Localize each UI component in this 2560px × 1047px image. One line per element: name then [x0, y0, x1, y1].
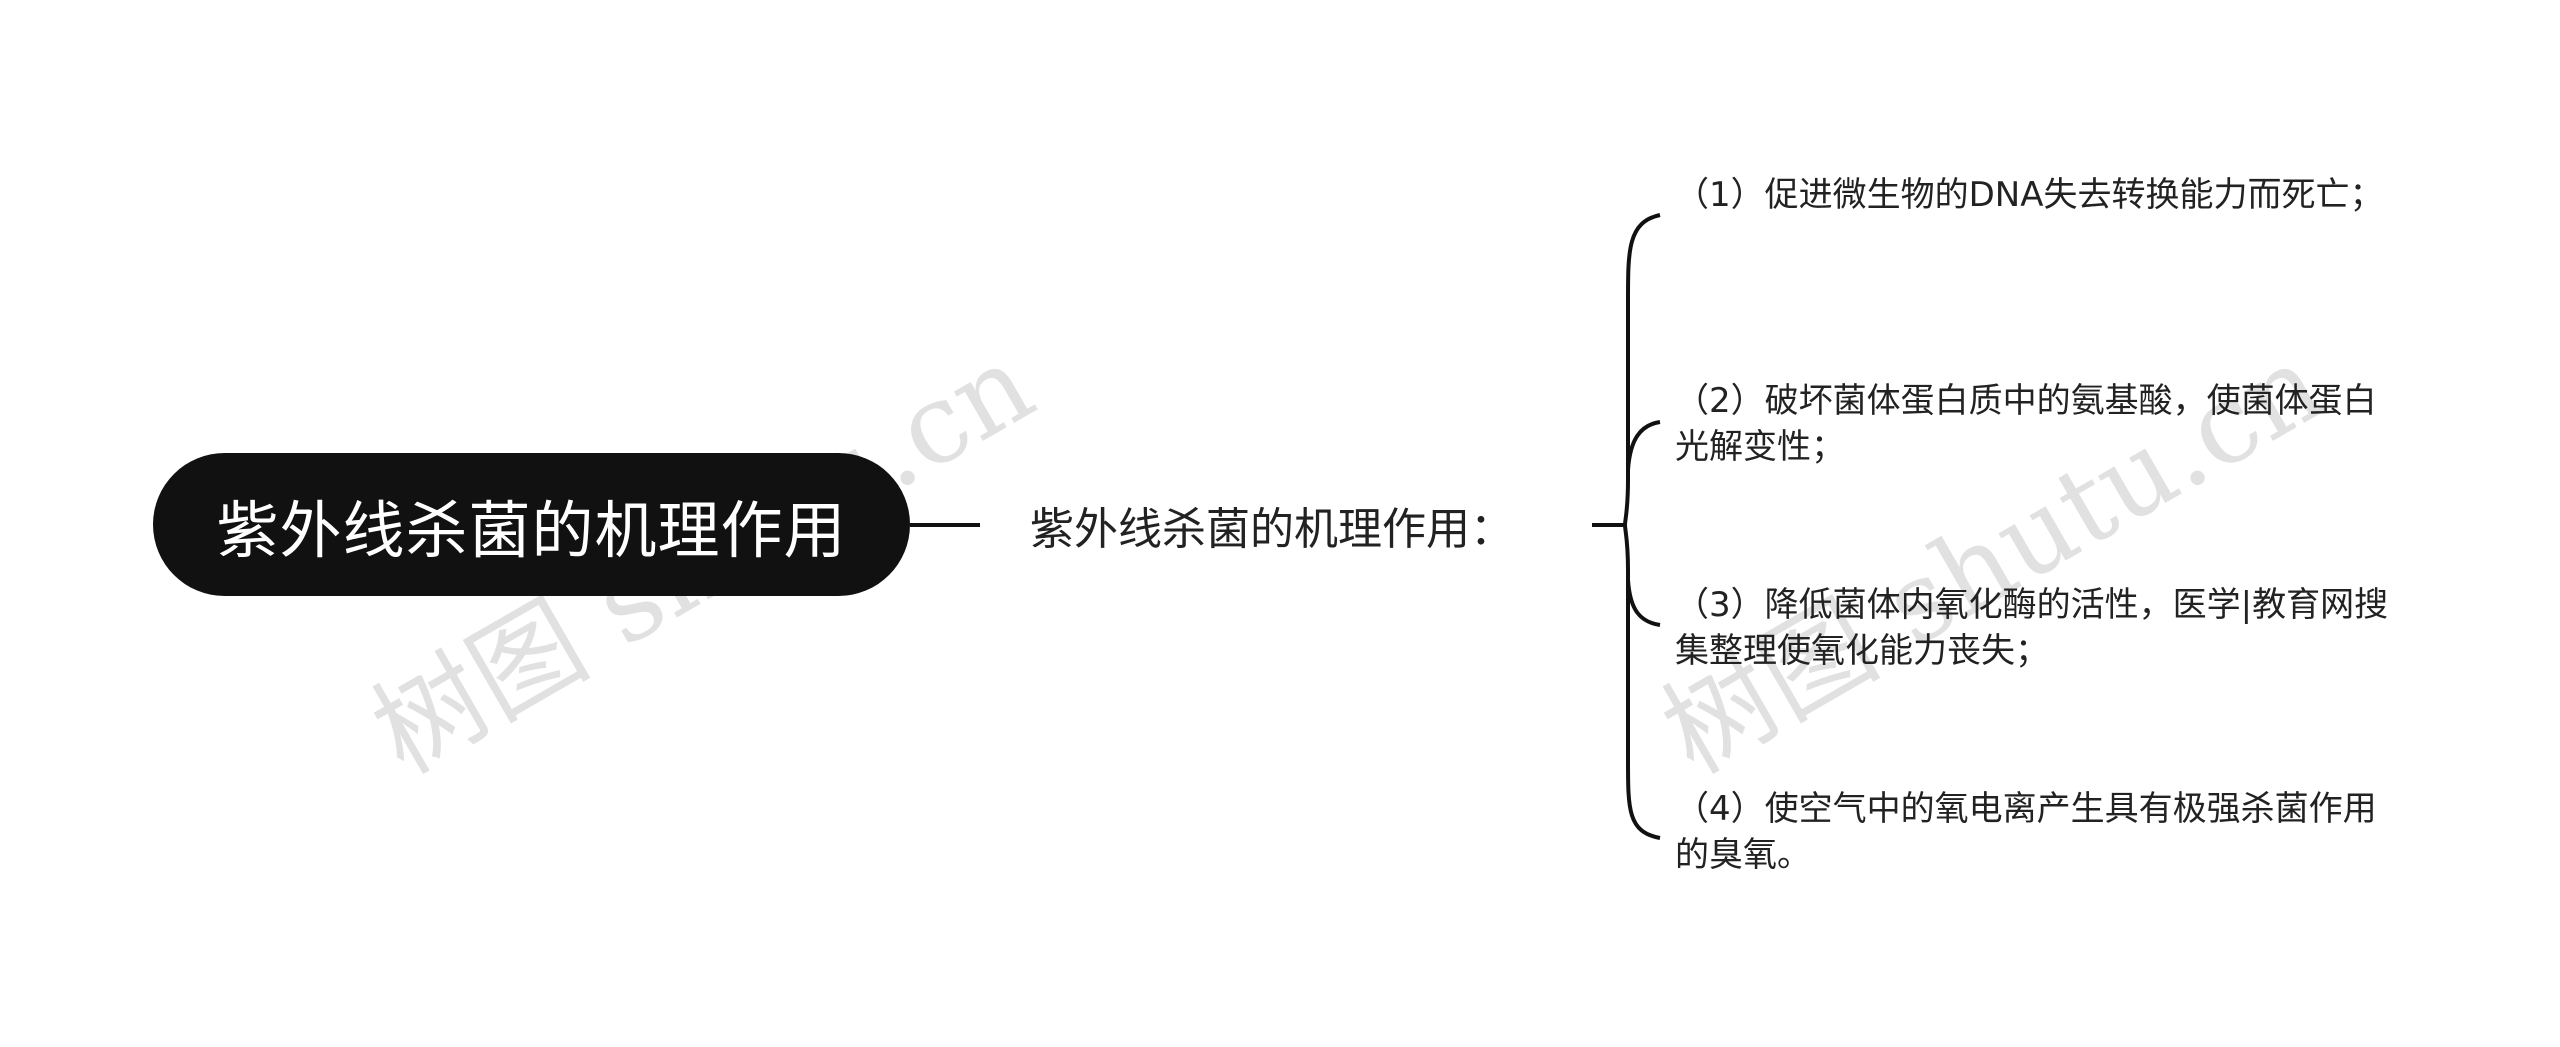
root-node[interactable]: 紫外线杀菌的机理作用	[153, 453, 910, 596]
branch-leaf-3	[1626, 579, 1661, 627]
leaf-node-label: （1）促进微生物的DNA失去转换能力而死亡；	[1675, 175, 2384, 215]
branch-leaf-2	[1626, 420, 1661, 471]
bracket-curve	[1622, 213, 1661, 840]
leaf-node-4[interactable]: （4）使空气中的氧电离产生具有极强杀菌作用的臭氧。	[1675, 786, 2395, 878]
mid-node[interactable]: 紫外线杀菌的机理作用：	[1030, 490, 1514, 560]
mid-node-label: 紫外线杀菌的机理作用：	[1030, 504, 1514, 555]
leaf-node-1[interactable]: （1）促进微生物的DNA失去转换能力而死亡；	[1675, 172, 2395, 218]
leaf-node-label: （4）使空气中的氧电离产生具有极强杀菌作用的臭氧。	[1675, 789, 2377, 875]
leaf-node-label: （2）破坏菌体蛋白质中的氨基酸，使菌体蛋白光解变性；	[1675, 381, 2377, 467]
leaf-node-label: （3）降低菌体内氧化酶的活性，医学|教育网搜集整理使氧化能力丧失；	[1675, 585, 2389, 671]
root-node-label: 紫外线杀菌的机理作用	[216, 493, 847, 567]
leaf-node-2[interactable]: （2）破坏菌体蛋白质中的氨基酸，使菌体蛋白光解变性；	[1675, 378, 2395, 470]
leaf-node-3[interactable]: （3）降低菌体内氧化酶的活性，医学|教育网搜集整理使氧化能力丧失；	[1675, 582, 2395, 674]
watermark-right: 树图 shutu.cn	[1642, 319, 2344, 798]
